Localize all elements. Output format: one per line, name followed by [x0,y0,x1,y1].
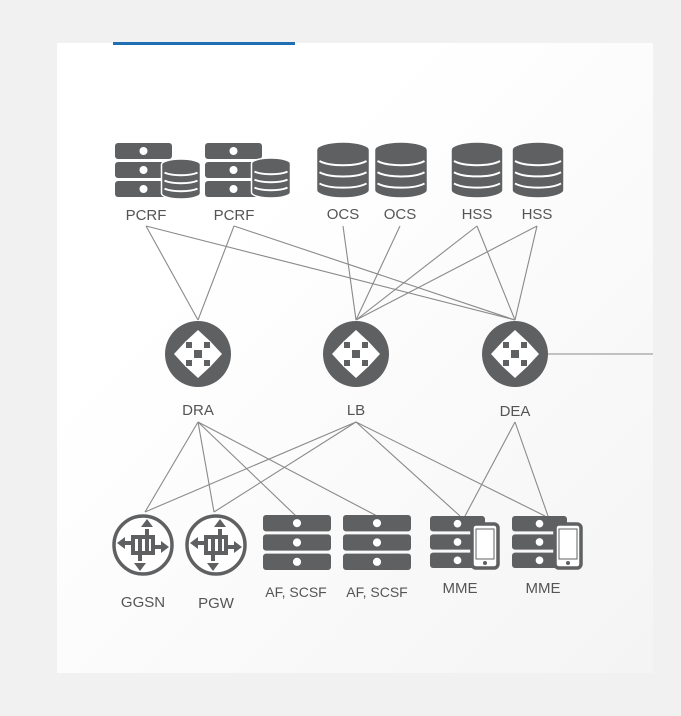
connection-line [355,225,401,321]
pcrf-icon-1 [115,143,202,200]
label-ocs-2: OCS [384,206,417,223]
connection-line [144,421,357,513]
ocs-database-icon-1 [315,141,371,199]
label-dea: DEA [500,403,531,420]
connection-line [355,421,546,517]
database-icon [250,157,292,199]
nodes [112,141,583,576]
af-scsf-server-icon-2 [343,515,411,570]
connection-line [197,421,215,513]
label-ocs-1: OCS [327,206,360,223]
label-hss-1: HSS [462,206,493,223]
label-mme-1: MME [443,580,478,597]
connection-line [342,225,357,321]
accent-underline [113,42,295,45]
label-hss-2: HSS [522,206,553,223]
connection-line [355,225,478,321]
connection-line [144,421,199,513]
label-mme-2: MME [526,580,561,597]
connection-line [145,225,516,321]
hss-database-icon-2 [511,141,565,199]
database-icon [160,158,202,200]
label-af-scsf-1: AF, SCSF [265,584,326,600]
connection-line [213,421,357,513]
connection-line [514,225,538,321]
connection-line [197,421,378,517]
mme-icon-1 [430,516,500,570]
connection-line [197,225,235,321]
pcrf-icon-2 [205,143,292,199]
connections [144,225,653,517]
label-pcrf-2: PCRF [214,207,255,224]
dea-router-icon [482,321,548,387]
label-lb: LB [347,402,365,419]
connection-line [233,225,516,321]
label-pgw: PGW [198,595,235,612]
ggsn-gateway-icon [112,514,174,576]
af-scsf-server-icon-1 [263,515,331,570]
dra-router-icon [165,321,231,387]
label-af-scsf-2: AF, SCSF [346,584,407,600]
connection-line [355,225,538,321]
label-dra: DRA [182,402,214,419]
connection-line [464,421,516,517]
label-pcrf-1: PCRF [126,207,167,224]
label-ggsn: GGSN [121,594,165,611]
connection-line [514,421,549,517]
ocs-database-icon-2 [373,141,429,199]
hss-database-icon-1 [450,141,504,199]
mme-icon-2 [512,516,583,570]
pgw-gateway-icon [185,514,247,576]
connection-line [145,225,199,321]
connection-line [476,225,516,321]
lb-router-icon [323,321,389,387]
connection-line [355,421,461,517]
